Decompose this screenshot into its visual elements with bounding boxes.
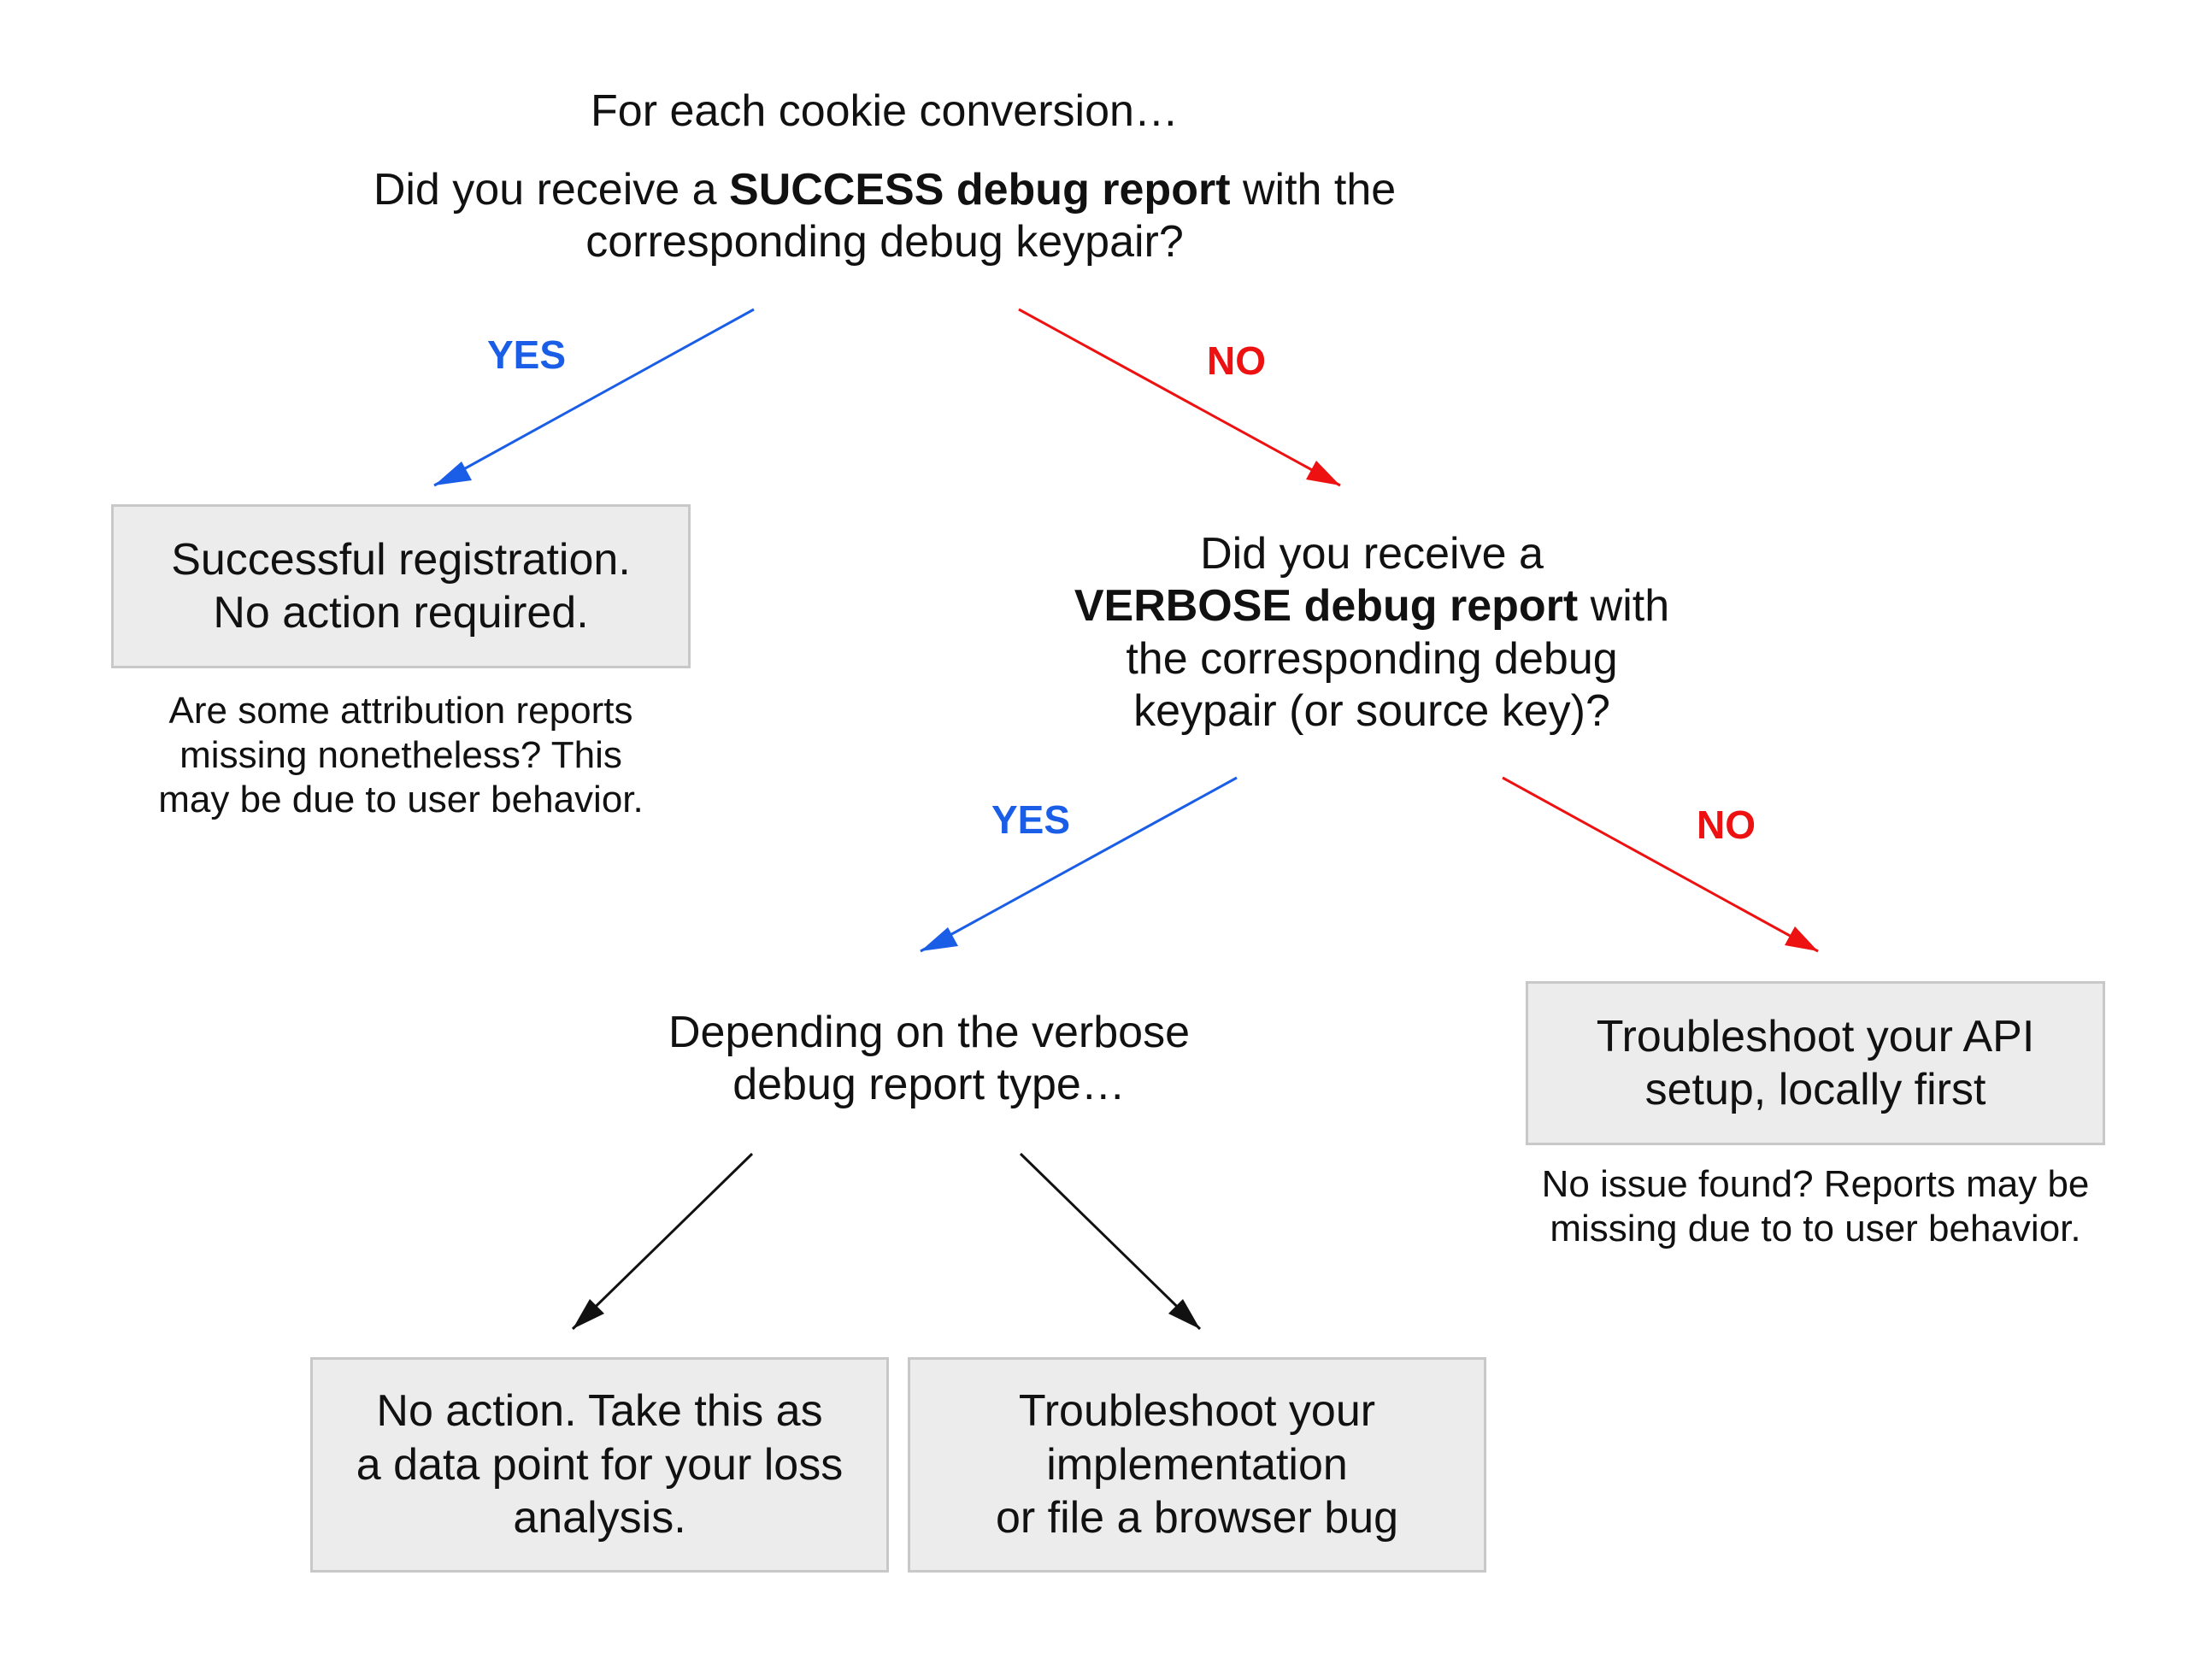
troubleshoot-impl-line2: implementation — [1046, 1439, 1348, 1490]
yes-label-1: YES — [487, 332, 567, 377]
troubleshoot-api-note: No issue found? Reports may be missing d… — [1444, 1162, 2186, 1251]
verbose-question-bold: VERBOSE debug report — [1074, 581, 1579, 632]
troubleshoot-impl-line1: Troubleshoot your — [1018, 1386, 1376, 1437]
main-question-pre: Did you receive a — [373, 165, 730, 215]
no-action-box: No action. Take this as a data point for… — [310, 1357, 889, 1573]
intro-text: For each cookie conversion… — [591, 86, 1179, 136]
arrow-left-3 — [571, 1152, 754, 1331]
success-box-line1: Successful registration. — [171, 534, 631, 585]
success-box-line2: No action required. — [213, 588, 589, 638]
verbose-question: Did you receive a VERBOSE debug report w… — [983, 528, 1761, 738]
verbose-type-question: Depending on the verbose debug report ty… — [544, 1007, 1314, 1112]
main-question: Did you receive a SUCCESS debug report w… — [0, 164, 1769, 269]
troubleshoot-impl-box: Troubleshoot your implementation or file… — [908, 1357, 1486, 1573]
main-question-bold: SUCCESS debug report — [729, 165, 1231, 215]
main-question-post: with the — [1230, 165, 1397, 215]
success-note-line3: may be due to user behavior. — [158, 778, 644, 820]
verbose-type-line1: Depending on the verbose — [668, 1008, 1190, 1057]
success-note-line2: missing nonetheless? This — [179, 733, 622, 776]
verbose-question-line4: keypair (or source key)? — [1133, 686, 1610, 737]
troubleshoot-impl-line3: or file a browser bug — [995, 1493, 1399, 1543]
arrow-yes-1 — [433, 308, 755, 487]
no-action-line2: a data point for your loss — [356, 1439, 844, 1490]
arrow-no-1 — [1018, 308, 1341, 487]
troubleshoot-api-line1: Troubleshoot your API — [1596, 1011, 2035, 1061]
no-label-2: NO — [1697, 803, 1756, 847]
success-note: Are some attribution reports missing non… — [111, 689, 691, 822]
success-box: Successful registration. No action requi… — [111, 504, 691, 668]
verbose-question-line3: the corresponding debug — [1126, 633, 1618, 684]
arrow-yes-2 — [920, 776, 1238, 953]
success-note-line1: Are some attribution reports — [168, 690, 633, 732]
troubleshoot-api-note-line2: missing due to to user behavior. — [1550, 1207, 2081, 1249]
troubleshoot-api-note-line1: No issue found? Reports may be — [1541, 1163, 2090, 1205]
verbose-question-line2-post: with — [1578, 581, 1670, 632]
no-label-1: NO — [1207, 338, 1266, 383]
arrow-no-2 — [1502, 776, 1819, 953]
troubleshoot-api-box: Troubleshoot your API setup, locally fir… — [1526, 981, 2105, 1145]
troubleshoot-api-line2: setup, locally first — [1644, 1065, 1986, 1114]
no-action-line3: analysis. — [513, 1493, 686, 1543]
arrow-right-3 — [1019, 1152, 1202, 1331]
no-action-line1: No action. Take this as — [376, 1386, 823, 1437]
main-question-line2: corresponding debug keypair? — [585, 217, 1184, 268]
yes-label-2: YES — [991, 797, 1071, 842]
verbose-question-line1: Did you receive a — [1200, 529, 1544, 579]
verbose-type-line2: debug report type… — [732, 1060, 1126, 1110]
